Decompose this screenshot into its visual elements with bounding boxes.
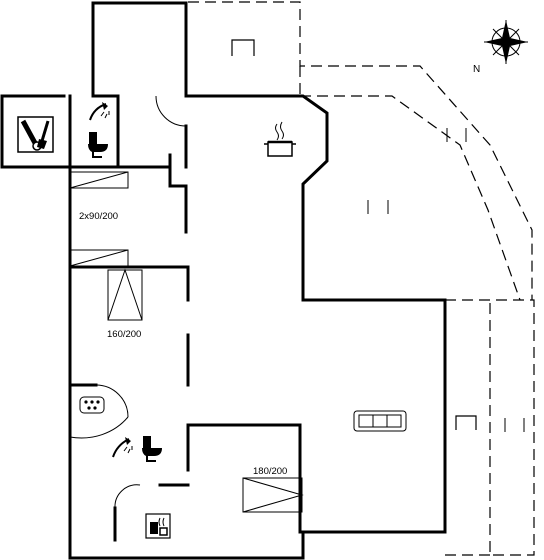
bed-twin: [69, 171, 129, 267]
sofa-icon: [353, 410, 407, 432]
bed-label-double-a: 160/200: [107, 329, 141, 340]
post-markers: [367, 128, 525, 432]
door-arcs: [69, 95, 187, 509]
compass-rose-icon: [484, 20, 528, 64]
toilet-icon-lower: [142, 436, 162, 462]
fireplace-icon-terrace: [455, 415, 477, 430]
cooking-pot-icon: [264, 121, 296, 157]
terrace-outline: [188, 1, 535, 556]
whirlpool-bath-icon: [79, 396, 105, 414]
shower-icon: [89, 102, 110, 121]
north-label: N: [473, 64, 480, 75]
utility-tools-icon: [17, 116, 54, 153]
walls: [0, 1, 447, 560]
shower-icon-lower: [112, 437, 133, 458]
sauna-icon: [145, 513, 171, 539]
toilet-icon: [88, 132, 108, 158]
bed-label-double-b: 180/200: [253, 466, 287, 477]
bed-double-b: [242, 477, 304, 513]
bed-double-a: [107, 268, 143, 321]
bed-label-twin: 2x90/200: [79, 211, 118, 222]
fireplace-icon: [231, 39, 255, 56]
